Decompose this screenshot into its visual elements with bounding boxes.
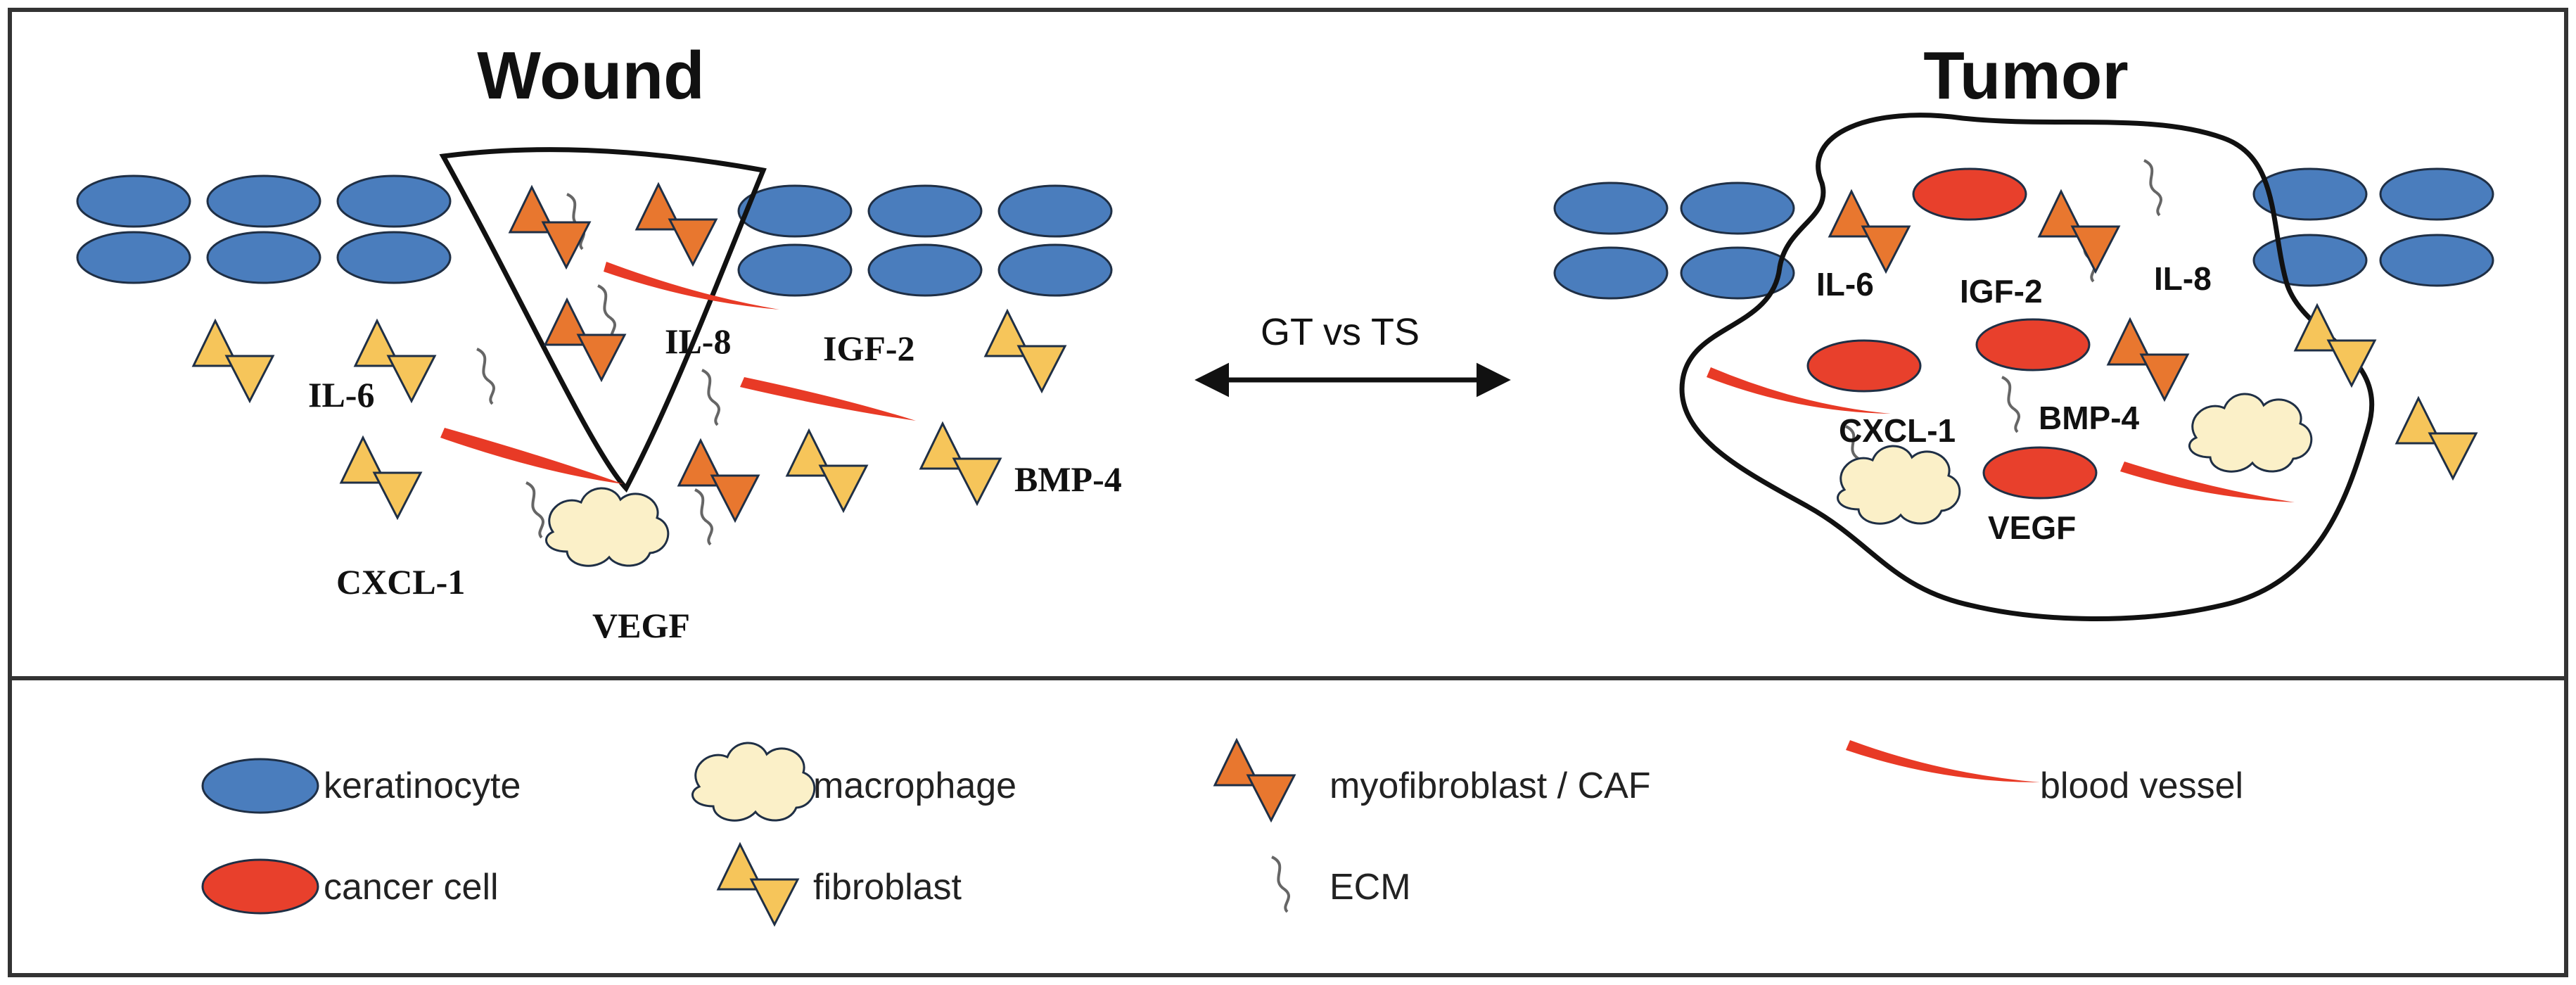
legend-item-macrophage: macrophage [691, 742, 1016, 822]
macrophage [2188, 393, 2313, 473]
wound-label-vegf: VEGF [592, 606, 690, 645]
myofibroblast [2038, 190, 2120, 273]
blood-vessel [440, 428, 623, 484]
wound-label-bmp4: BMP-4 [1014, 459, 1122, 499]
keratinocyte [76, 174, 191, 228]
wound-panel: Wound [76, 38, 1122, 645]
keratinocyte [2379, 167, 2494, 221]
myofibroblast [2107, 318, 2189, 401]
tumor-label-vegf: VEGF [1988, 509, 2076, 546]
legend-label-cancer-cell: cancer cell [324, 867, 499, 908]
keratinocyte [336, 231, 452, 284]
ecm-icon [1270, 856, 1291, 913]
fibroblast-icon [717, 843, 799, 926]
ecm-fiber [2143, 159, 2163, 217]
wound-label-cxcl1: CXCL-1 [336, 562, 465, 602]
legend-label-blood-vessel: blood vessel [2040, 765, 2243, 806]
keratinocyte [1553, 182, 1669, 235]
ecm-fiber [525, 481, 545, 539]
fibroblast [919, 422, 1002, 505]
keratinocyte [76, 231, 191, 284]
ecm-fiber [476, 348, 496, 405]
myofibroblast [1828, 190, 1911, 273]
myofibroblast-icon [1213, 739, 1296, 822]
cancer-cell-icon [201, 858, 319, 915]
fibroblast [786, 429, 868, 512]
keratinocyte [206, 174, 321, 228]
keratinocyte [1553, 246, 1669, 300]
fibroblast [2395, 397, 2478, 480]
cancer-cell [1975, 318, 2091, 371]
keratinocyte [997, 184, 1113, 238]
ecm-fiber [701, 369, 721, 426]
legend-item-blood-vessel: blood vessel [1846, 740, 2243, 806]
myofibroblast [635, 183, 718, 266]
wound-label-il6: IL-6 [308, 375, 374, 414]
legend-label-keratinocyte: keratinocyte [324, 765, 521, 806]
fibroblast [984, 310, 1066, 393]
cancer-cell [1806, 339, 1922, 393]
legend-label-ecm: ECM [1330, 867, 1411, 908]
keratinocyte [2379, 234, 2494, 287]
tumor-panel: Tumor I [1553, 38, 2494, 621]
legend-panel-frame [8, 676, 2568, 977]
tumor-label-cxcl1: CXCL-1 [1839, 412, 1956, 449]
wound-label-igf2: IGF-2 [823, 329, 915, 368]
comparison-arrow-group: GT vs TS [1194, 311, 1511, 398]
legend: keratinocyte macrophage myofibroblast / … [201, 739, 2243, 926]
comparison-label: GT vs TS [1261, 311, 1420, 353]
tumor-title: Tumor [1923, 38, 2129, 113]
keratinocyte [997, 243, 1113, 297]
fibroblast [340, 436, 422, 519]
legend-item-myofibroblast: myofibroblast / CAF [1213, 739, 1651, 822]
legend-label-macrophage: macrophage [813, 765, 1016, 806]
blood-vessel [740, 377, 916, 421]
wound-wedge-outline [439, 147, 767, 493]
myofibroblast [677, 439, 760, 522]
ecm-fiber [2001, 376, 2021, 433]
cancer-cell [1912, 167, 2027, 221]
legend-label-fibroblast: fibroblast [813, 867, 962, 908]
tumor-label-il6: IL-6 [1816, 266, 1874, 303]
keratinocyte [867, 243, 983, 297]
legend-item-cancer-cell: cancer cell [201, 858, 499, 915]
wound-label-il8: IL-8 [665, 322, 731, 361]
keratinocyte [1680, 182, 1795, 235]
fibroblast [192, 319, 274, 402]
macrophage-icon [691, 742, 816, 822]
macrophage [544, 487, 670, 567]
keratinocyte [2252, 234, 2368, 287]
ecm-fiber [694, 488, 714, 546]
keratinocyte [867, 184, 983, 238]
legend-item-keratinocyte: keratinocyte [201, 758, 521, 814]
tumor-label-bmp4: BMP-4 [2039, 400, 2140, 436]
keratinocyte [206, 231, 321, 284]
tumor-label-igf2: IGF-2 [1960, 273, 2043, 310]
keratinocyte [737, 243, 853, 297]
tumor-label-il8: IL-8 [2154, 260, 2212, 297]
keratinocyte [336, 174, 452, 228]
tumor-mass-outline [1679, 113, 2375, 621]
legend-label-myofibroblast: myofibroblast / CAF [1330, 765, 1651, 806]
legend-item-ecm: ECM [1270, 856, 1411, 913]
blood-vessel-icon [1846, 740, 2040, 782]
cancer-cell [1982, 446, 2098, 500]
wound-title: Wound [477, 38, 704, 113]
myofibroblast [509, 186, 591, 269]
keratinocyte-icon [201, 758, 319, 814]
legend-item-fibroblast: fibroblast [717, 843, 962, 926]
ecm-fiber [597, 284, 617, 342]
